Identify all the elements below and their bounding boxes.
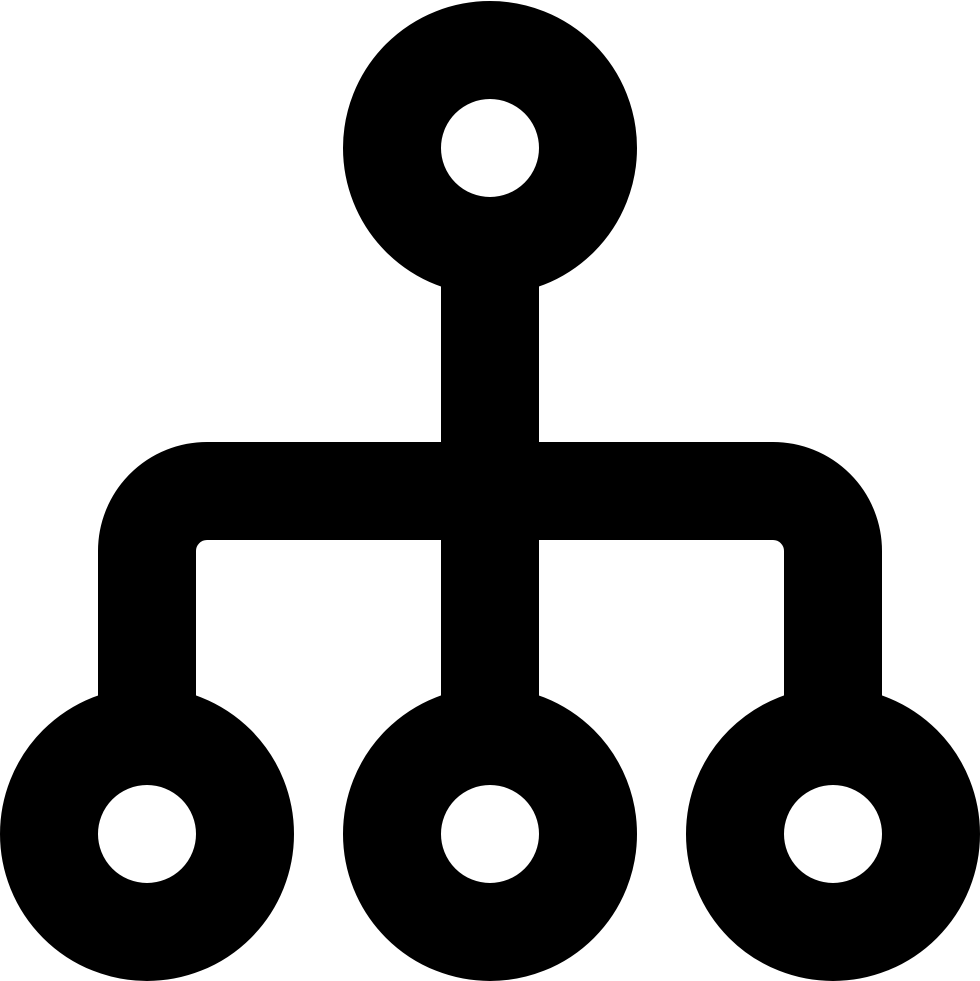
left-child-node	[0, 687, 294, 981]
root-node	[343, 1, 637, 295]
right-child-node	[686, 687, 980, 981]
middle-child-node	[343, 687, 637, 981]
branch-connector	[98, 442, 882, 740]
